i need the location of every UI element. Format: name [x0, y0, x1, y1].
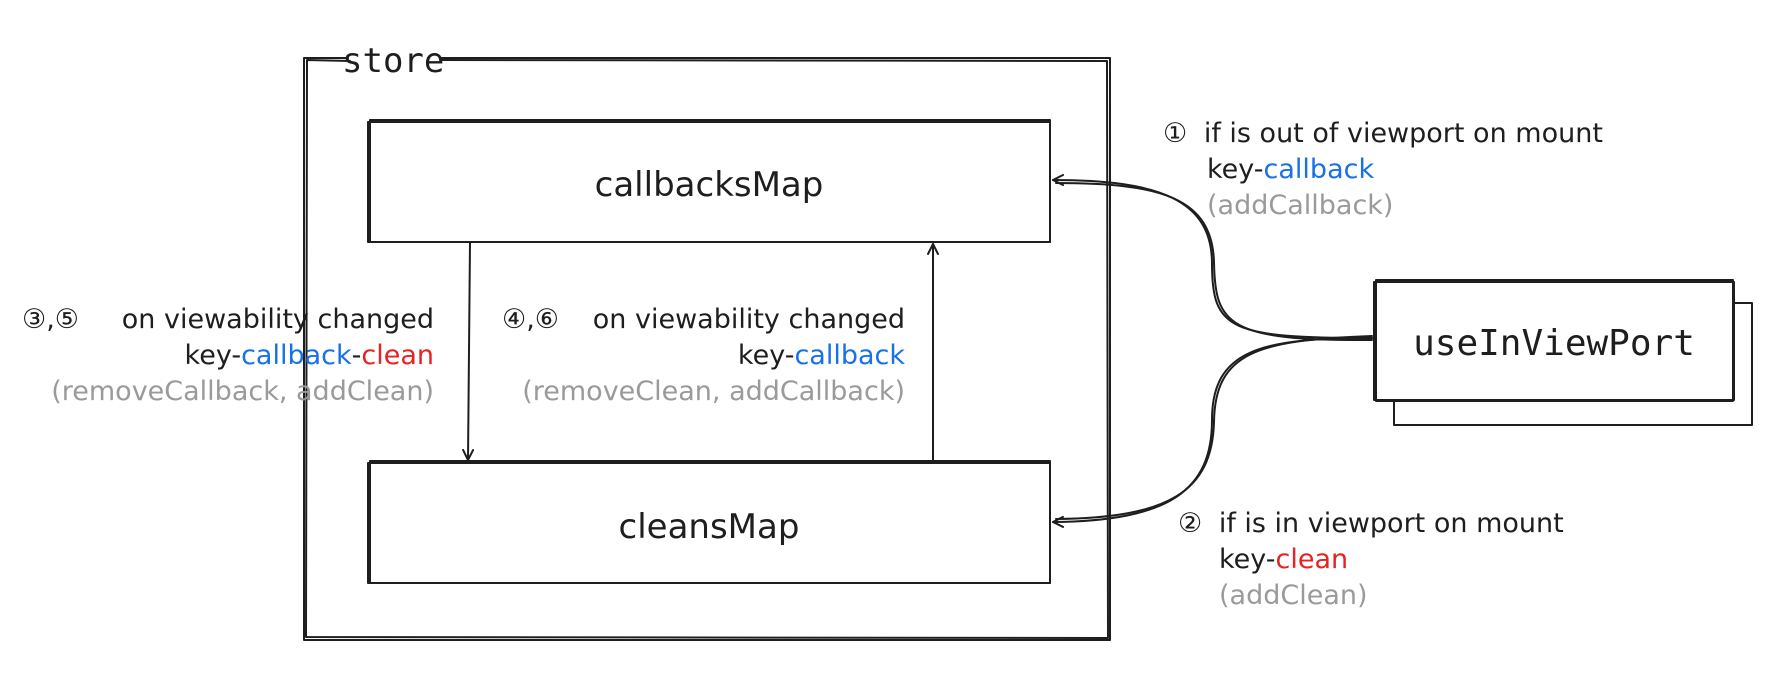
step-1-value: callback	[1264, 154, 1375, 185]
step-3-5-value-b: clean	[361, 340, 434, 371]
step-2-method: (addClean)	[1219, 580, 1368, 611]
step-3-5-marker: ③,⑤	[22, 304, 79, 335]
step-2-marker: ②	[1178, 508, 1202, 539]
step-3-5-method: (removeCallback, addClean)	[51, 376, 434, 407]
step-1-key: key-	[1207, 154, 1264, 185]
step-1-title: if is out of viewport on mount	[1204, 118, 1603, 149]
step-4-6-marker: ④,⑥	[502, 304, 559, 335]
callbacks-map-label: callbacksMap	[595, 165, 824, 205]
step-4-6-value: callback	[794, 340, 905, 371]
annotation-step-2: ② if is in viewport on mount key-clean (…	[1178, 508, 1564, 611]
step-3-5-key: key-	[185, 340, 242, 371]
step-4-6-method: (removeClean, addCallback)	[522, 376, 905, 407]
svg-text:key-callback: key-callback	[1207, 154, 1374, 185]
cleans-map-box: cleansMap	[367, 460, 1051, 584]
svg-text:key-callback-clean: key-callback-clean	[185, 340, 434, 371]
step-1-method: (addCallback)	[1207, 190, 1393, 221]
step-2-value: clean	[1276, 544, 1349, 575]
store-title: store	[342, 41, 444, 81]
step-3-5-title: on viewability changed	[122, 304, 434, 335]
step-2-title: if is in viewport on mount	[1219, 508, 1564, 539]
annotation-step-1: ① if is out of viewport on mount key-cal…	[1163, 118, 1603, 221]
svg-text:key-clean: key-clean	[1219, 544, 1348, 575]
cleans-map-label: cleansMap	[619, 507, 800, 547]
step-4-6-key: key-	[738, 340, 795, 371]
step-3-5-value-a: callback	[241, 340, 352, 371]
use-in-viewport-label: useInViewPort	[1413, 323, 1695, 364]
use-in-viewport-box: useInViewPort	[1373, 279, 1753, 426]
svg-text:key-callback: key-callback	[738, 340, 905, 371]
arrow-hook-to-cleans	[1052, 337, 1373, 528]
step-4-6-title: on viewability changed	[593, 304, 905, 335]
annotation-step-3-5: ③,⑤ on viewability changed key-callback-…	[22, 304, 434, 407]
annotation-step-4-6: ④,⑥ on viewability changed key-callback …	[502, 304, 905, 407]
arrow-hook-to-cleans-sketch	[1055, 335, 1373, 520]
svg-text:① if is out of viewport: ① if is out of viewport on mount	[1163, 118, 1603, 149]
step-3-5-sep: -	[352, 340, 362, 371]
step-2-key: key-	[1219, 544, 1276, 575]
step-1-marker: ①	[1163, 118, 1187, 149]
arrow-callbacks-to-cleans	[462, 241, 475, 461]
store-frame: store	[303, 41, 1111, 641]
callbacks-map-box: callbacksMap	[367, 119, 1051, 243]
arrow-hook-to-callbacks-sketch	[1055, 182, 1373, 342]
svg-text:② if is in viewport on m: ② if is in viewport on mount	[1178, 508, 1564, 539]
